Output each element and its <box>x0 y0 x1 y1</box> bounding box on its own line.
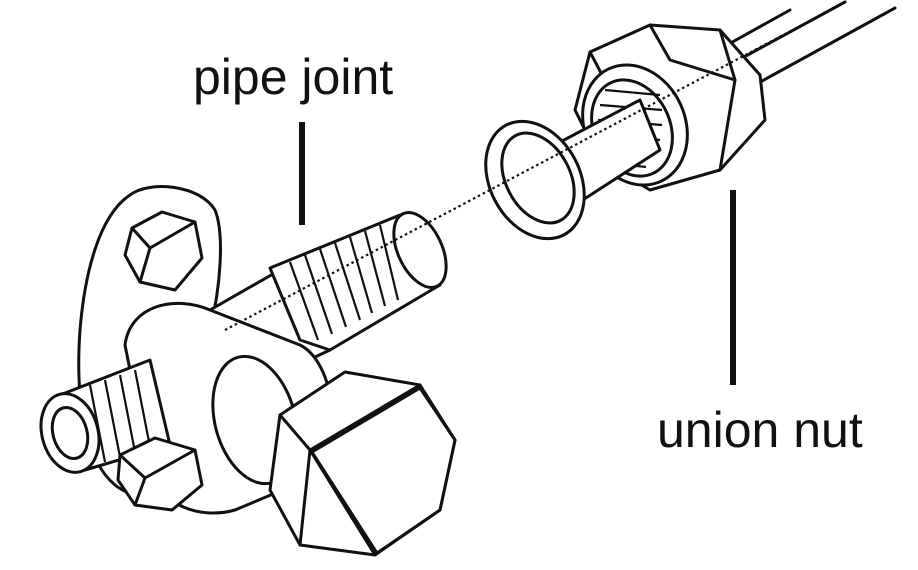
hex-bolt-bottom <box>116 436 204 512</box>
centre-axis <box>224 4 841 331</box>
hex-bolt-top <box>123 210 204 292</box>
pipe-joint-label: pipe joint <box>193 49 394 105</box>
union-nut-label: union nut <box>657 402 863 458</box>
flare-ring <box>484 98 662 241</box>
front-hex-nut <box>268 370 457 557</box>
